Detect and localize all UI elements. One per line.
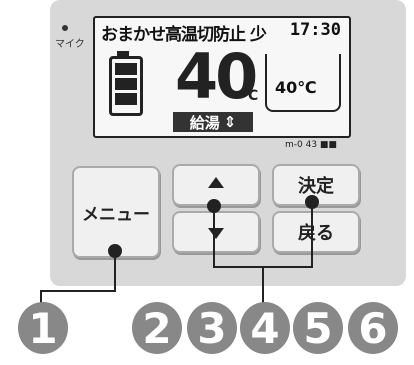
callout-wire [213, 206, 215, 268]
temperature-unit: °C [241, 88, 259, 104]
callout-wire [262, 266, 264, 304]
battery-bar [115, 78, 137, 90]
callout-number: 6 [348, 302, 398, 354]
up-down-arrow-icon: ⇕ [223, 113, 237, 131]
hot-water-temperature: 40 [175, 40, 258, 113]
bathtub-icon: 40℃ [265, 54, 341, 112]
callout-number: 1 [18, 302, 68, 354]
callout-number: 5 [293, 302, 343, 354]
down-triangle-icon [208, 227, 224, 239]
battery-bar [115, 63, 137, 75]
callout-wire [40, 290, 116, 292]
menu-button[interactable]: メニュー [72, 166, 160, 258]
callout-number: 2 [132, 302, 182, 354]
battery-bar [115, 93, 137, 105]
callout-number: 3 [187, 302, 237, 354]
callout-dot-menu [108, 244, 122, 258]
mode-label: 給湯 [189, 113, 220, 132]
callout-wire [114, 252, 116, 292]
display-screen: おまかせ高温切防止 少 17:30 40 °C 40℃ 給湯 ⇕ [93, 16, 351, 138]
bath-temperature: 40℃ [275, 78, 317, 97]
back-button-label: 戻る [298, 223, 334, 244]
enter-button-label: 決定 [298, 176, 334, 197]
model-label: m-0 43 ■■ [285, 140, 337, 150]
mode-indicator: 給湯 ⇕ [173, 112, 253, 132]
battery-icon [109, 56, 143, 116]
battery-nub [117, 51, 129, 56]
down-button[interactable] [172, 211, 260, 253]
mic-label: マイク [55, 39, 85, 50]
clock: 17:30 [289, 20, 341, 40]
menu-button-label: メニュー [82, 204, 150, 225]
mic-dot-icon [62, 25, 68, 31]
callout-wire [40, 290, 42, 304]
status-text: おまかせ高温切防止 少 [101, 25, 267, 45]
up-triangle-icon [208, 176, 224, 188]
back-button[interactable]: 戻る [272, 211, 360, 253]
callout-number: 4 [240, 302, 290, 354]
callout-wire [311, 202, 313, 268]
